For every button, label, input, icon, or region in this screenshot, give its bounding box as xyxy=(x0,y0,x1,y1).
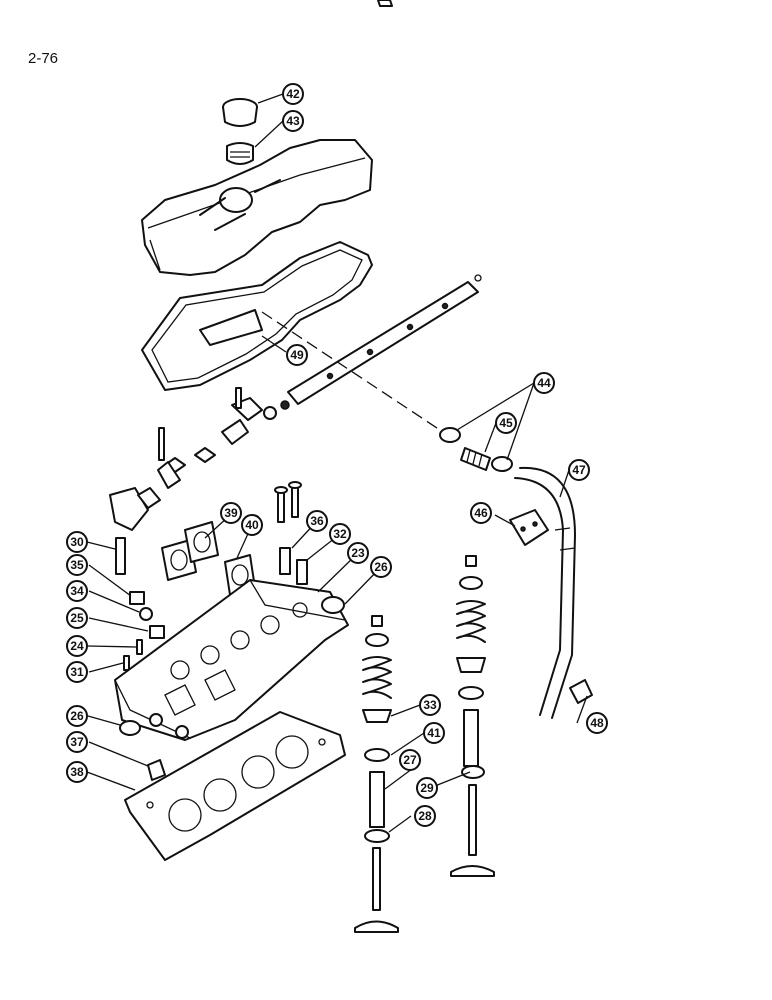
small-parts-left xyxy=(115,537,165,671)
callout-33: 33 xyxy=(419,694,441,716)
valve-set-exhaust xyxy=(450,555,495,877)
filler-cap xyxy=(222,98,258,127)
callout-40: 40 xyxy=(241,514,263,536)
callout-46: 46 xyxy=(470,502,492,524)
tube-clip xyxy=(569,679,593,704)
svg-text:48: 48 xyxy=(590,716,604,730)
callout-47: 47 xyxy=(568,459,590,481)
svg-text:36: 36 xyxy=(310,514,324,528)
callout-48: 48 xyxy=(586,712,608,734)
svg-text:31: 31 xyxy=(70,665,84,679)
svg-text:27: 27 xyxy=(403,753,417,767)
svg-text:24: 24 xyxy=(70,639,84,653)
callout-38: 38 xyxy=(66,761,88,783)
core-plugs xyxy=(119,720,166,781)
svg-text:40: 40 xyxy=(245,518,259,532)
callout-25: 25 xyxy=(66,607,88,629)
callout-37: 37 xyxy=(66,731,88,753)
head-gasket xyxy=(124,711,346,861)
rocker-shaft xyxy=(280,274,482,410)
svg-text:28: 28 xyxy=(418,809,432,823)
callout-35: 35 xyxy=(66,554,88,576)
cylinder-head xyxy=(114,579,349,741)
callout-34: 34 xyxy=(66,580,88,602)
cover-gasket xyxy=(141,241,373,391)
svg-text:33: 33 xyxy=(423,698,437,712)
svg-text:26: 26 xyxy=(70,709,84,723)
breather-tube xyxy=(514,466,576,719)
svg-text:46: 46 xyxy=(474,506,488,520)
callout-23: 23 xyxy=(347,542,369,564)
callout-49: 49 xyxy=(286,344,308,366)
callout-32: 32 xyxy=(329,523,351,545)
callout-41: 41 xyxy=(423,722,445,744)
callout-43: 43 xyxy=(282,110,304,132)
breather-hose xyxy=(460,447,491,471)
filler-adapter xyxy=(226,142,254,165)
svg-text:23: 23 xyxy=(351,546,365,560)
svg-text:29: 29 xyxy=(420,781,434,795)
svg-text:25: 25 xyxy=(70,611,84,625)
svg-text:43: 43 xyxy=(286,114,300,128)
callout-24: 24 xyxy=(66,635,88,657)
callout-44: 44 xyxy=(533,372,555,394)
bracket-bolts xyxy=(274,481,302,523)
callout-27: 27 xyxy=(399,749,421,771)
svg-text:35: 35 xyxy=(70,558,84,572)
svg-text:42: 42 xyxy=(286,87,300,101)
svg-text:32: 32 xyxy=(333,527,347,541)
svg-text:49: 49 xyxy=(290,348,304,362)
injector-sleeves xyxy=(279,547,308,585)
callout-42: 42 xyxy=(282,83,304,105)
callout-26-lower: 26 xyxy=(66,705,88,727)
callout-45: 45 xyxy=(495,412,517,434)
page-number: 2-76 xyxy=(28,50,59,67)
svg-text:39: 39 xyxy=(224,506,238,520)
top-fragment xyxy=(377,0,393,7)
valve-cover xyxy=(141,139,373,276)
callout-26-upper: 26 xyxy=(370,556,392,578)
svg-text:26: 26 xyxy=(374,560,388,574)
svg-text:41: 41 xyxy=(427,726,441,740)
svg-text:30: 30 xyxy=(70,535,84,549)
callout-30: 30 xyxy=(66,531,88,553)
hose-clamps xyxy=(439,427,513,472)
svg-text:47: 47 xyxy=(572,463,586,477)
svg-text:44: 44 xyxy=(537,376,551,390)
valve-set-intake xyxy=(354,615,399,933)
svg-text:34: 34 xyxy=(70,584,84,598)
svg-text:37: 37 xyxy=(70,735,84,749)
callout-36: 36 xyxy=(306,510,328,532)
callout-28: 28 xyxy=(414,805,436,827)
svg-text:45: 45 xyxy=(499,416,513,430)
callout-39: 39 xyxy=(220,502,242,524)
svg-text:38: 38 xyxy=(70,765,84,779)
clamp-bracket xyxy=(509,509,549,546)
callout-31: 31 xyxy=(66,661,88,683)
rocker-assembly xyxy=(109,387,277,531)
manifold-gaskets xyxy=(161,521,256,596)
callout-29: 29 xyxy=(416,777,438,799)
